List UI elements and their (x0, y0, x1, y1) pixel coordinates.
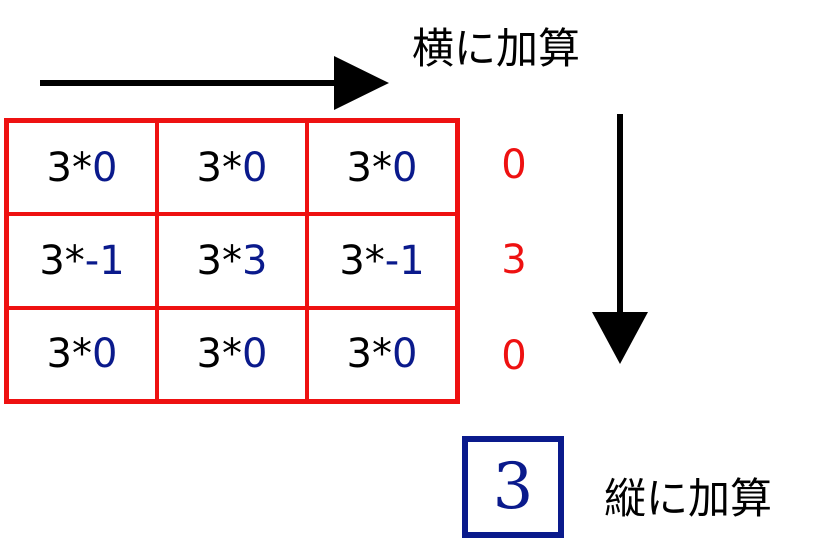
grid-cell-0-2: 3*0 (307, 121, 457, 215)
vertical-arrow (592, 114, 648, 364)
result-value: 3 (492, 450, 534, 524)
cell-factor: 3* (46, 331, 92, 378)
row-sum-1: 3 (501, 237, 527, 283)
cell-kernel-value: 0 (242, 331, 268, 378)
row-sum-0: 0 (501, 142, 527, 188)
cell-factor: 3* (39, 237, 85, 284)
cell-kernel-value: 0 (392, 144, 418, 191)
cell-kernel-value: 0 (242, 144, 268, 191)
horizontal-arrow (40, 56, 389, 110)
grid-cell-2-1: 3*0 (157, 307, 307, 401)
cell-factor: 3* (346, 331, 392, 378)
label-vertical-sum: 縦に加算 (604, 474, 773, 523)
grid-cell-1-1: 3*3 (157, 214, 307, 308)
label-horizontal-sum: 横に加算 (412, 24, 581, 73)
cell-kernel-value: 3 (242, 237, 268, 284)
grid-cell-1-2: 3*-1 (307, 214, 457, 308)
cell-kernel-value: 0 (92, 331, 118, 378)
grid-cell-1-0: 3*-1 (7, 214, 157, 308)
result-box: 3 (462, 436, 564, 538)
cell-factor: 3* (196, 331, 242, 378)
cell-factor: 3* (346, 144, 392, 191)
cell-kernel-value: 0 (392, 331, 418, 378)
cell-factor: 3* (196, 144, 242, 191)
grid-cell-0-1: 3*0 (157, 121, 307, 215)
grid-cell-0-0: 3*0 (7, 121, 157, 215)
cell-kernel-value: -1 (84, 237, 125, 284)
cell-factor: 3* (196, 237, 242, 284)
vertical-arrow-head (592, 312, 648, 364)
row-sum-2: 0 (501, 333, 527, 379)
cell-kernel-value: -1 (384, 237, 425, 284)
cell-factor: 3* (339, 237, 385, 284)
grid-cell-2-0: 3*0 (7, 307, 157, 401)
kernel-grid: 3*0 3*0 3*0 3*-1 3*3 3*-1 3*0 3*0 3*0 (4, 118, 460, 404)
grid-cell-2-2: 3*0 (307, 307, 457, 401)
horizontal-arrow-head (334, 56, 389, 110)
cell-kernel-value: 0 (92, 144, 118, 191)
cell-factor: 3* (46, 144, 92, 191)
